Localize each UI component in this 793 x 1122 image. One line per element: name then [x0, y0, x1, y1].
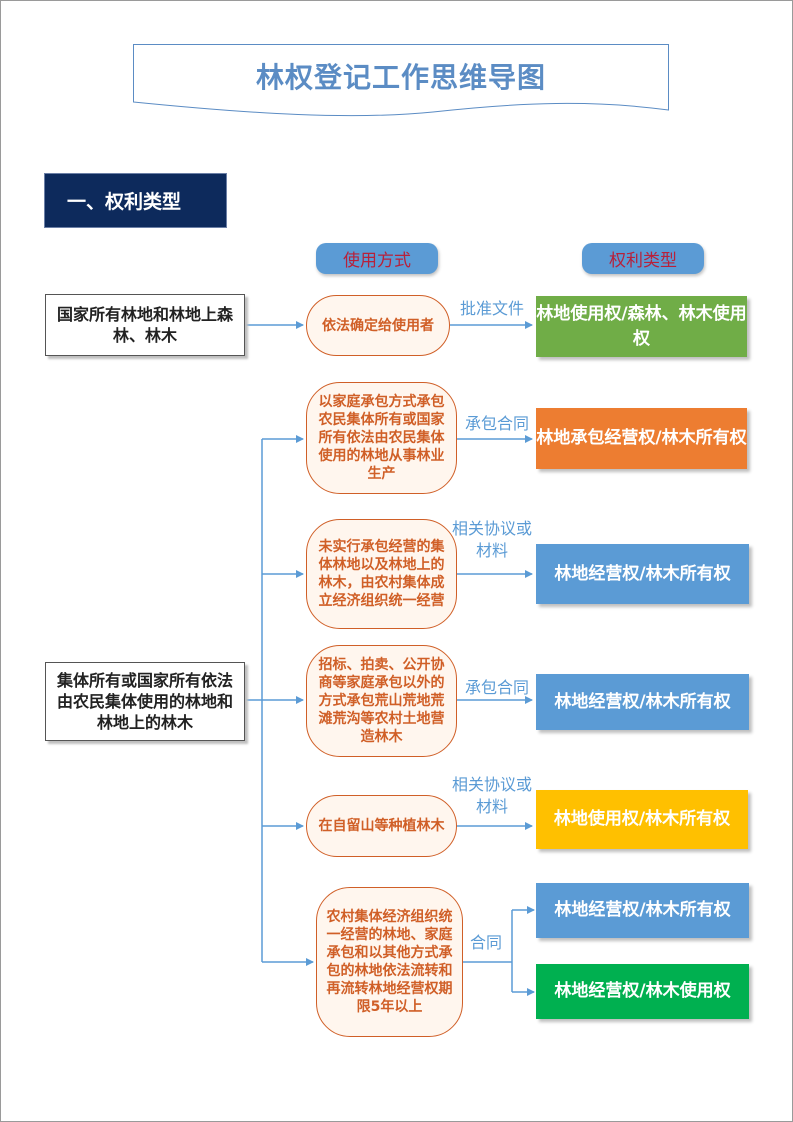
title-banner-shape: [133, 44, 669, 117]
right-column-header: 权利类型: [582, 243, 704, 274]
method-column-header: 使用方式: [316, 243, 438, 274]
document-label-5: 相关协议或材料: [452, 775, 533, 816]
right-box-2: 林地承包经营权/林木所有权: [536, 408, 747, 469]
right-box-7: 林地经营权/林木使用权: [536, 964, 749, 1019]
section-header: 一、权利类型: [44, 173, 227, 228]
right-box-5: 林地使用权/林木所有权: [536, 790, 748, 849]
document-label-4: 承包合同: [464, 678, 529, 697]
method-pill-2: 以家庭承包方式承包农民集体所有或国家所有依法由农民集体使用的林地从事林业生产: [306, 382, 457, 494]
right-box-6: 林地经营权/林木所有权: [536, 883, 749, 938]
title-banner: 林权登记工作思维导图: [133, 44, 669, 118]
document-label-2: 承包合同: [464, 414, 529, 433]
document-label-1: 批准文件: [459, 299, 524, 318]
method-pill-6: 农村集体经济组织统一经营的林地、家庭承包和以其他方式承包的林地依法流转和再流转林…: [316, 887, 463, 1037]
method-pill-3: 未实行承包经营的集体林地以及林地上的林木，由农村集体成立经济组织统一经营: [306, 519, 457, 629]
method-pill-4: 招标、拍卖、公开协商等家庭承包以外的方式承包荒山荒地荒滩荒沟等农村土地营造林木: [306, 645, 457, 757]
right-box-3: 林地经营权/林木所有权: [536, 544, 749, 604]
source-box-state-owned: 国家所有林地和林地上森林、林木: [45, 294, 245, 356]
document-label-6: 合同: [469, 933, 502, 952]
right-box-4: 林地经营权/林木所有权: [536, 674, 749, 730]
document-label-3: 相关协议或材料: [452, 519, 533, 560]
page-title: 林权登记工作思维导图: [255, 61, 546, 94]
method-pill-5: 在自留山等种植林木: [306, 795, 457, 857]
method-pill-1: 依法确定给使用者: [306, 295, 450, 356]
right-box-1: 林地使用权/森林、林木使用权: [536, 296, 747, 357]
source-box-collective-owned: 集体所有或国家所有依法由农民集体使用的林地和林地上的林木: [45, 662, 245, 741]
